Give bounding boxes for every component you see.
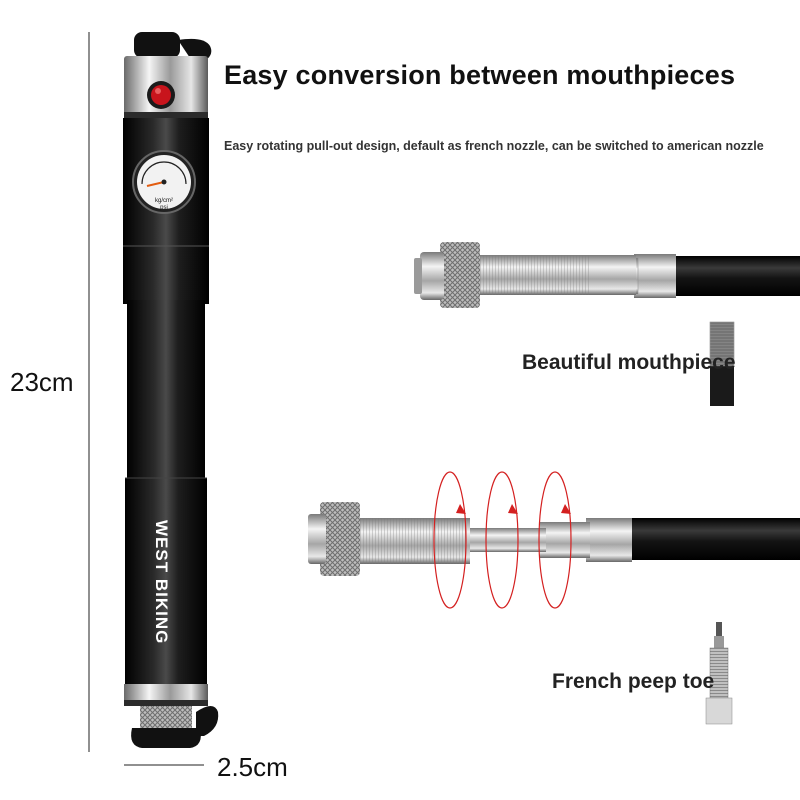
- hand-pump: kg/cm² psi WEST BIKING: [123, 32, 219, 748]
- page-subtitle: Easy rotating pull-out design, default a…: [224, 139, 764, 153]
- presta-valve-icon: [705, 622, 733, 725]
- upper-nozzle-hose: [414, 242, 800, 308]
- rotation-arrows: [433, 471, 572, 609]
- gauge-unit-top: kg/cm²: [155, 198, 173, 204]
- upper-nozzle-label: Beautiful mouthpiece: [522, 351, 736, 374]
- gauge-unit-bottom: psi: [160, 205, 168, 211]
- schrader-valve-icon: [709, 321, 735, 406]
- diameter-dimension-label: 2.5cm: [217, 752, 288, 782]
- page-title: Easy conversion between mouthpieces: [224, 60, 736, 90]
- length-dimension-label: 23cm: [10, 367, 74, 397]
- lower-nozzle-hose: [308, 502, 800, 576]
- pressure-gauge: kg/cm² psi: [132, 150, 196, 214]
- brand-logo: WEST BIKING: [152, 520, 171, 644]
- lower-nozzle-label: French peep toe: [552, 670, 715, 693]
